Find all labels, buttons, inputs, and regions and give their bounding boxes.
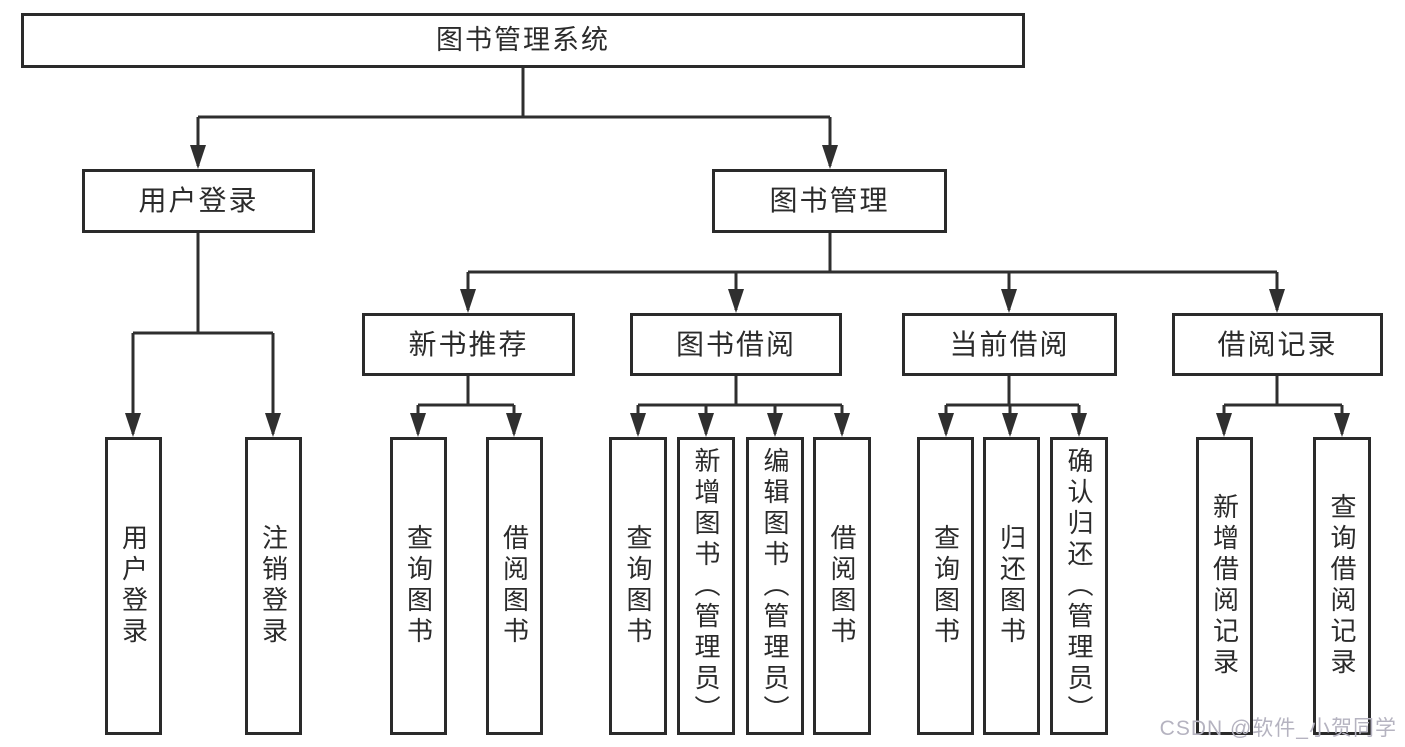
arrowhead — [728, 289, 744, 313]
edge-root-to-level2 — [196, 68, 832, 166]
node-label: 新书推荐 — [408, 328, 529, 360]
edge-bookborrow-to-leaves — [636, 376, 844, 434]
node-label: 图书借阅 — [675, 328, 796, 360]
edge-borrowrec-to-leaves — [1222, 376, 1344, 434]
node-label: 编辑图书（管理员） — [760, 446, 790, 726]
node-label: 查询借阅记录 — [1327, 493, 1357, 679]
arrowhead — [1002, 413, 1018, 437]
arrowhead — [265, 413, 281, 437]
node-label: 用户登录 — [118, 524, 149, 648]
node-leaf-add-books-admin: 新增图书（管理员） — [677, 437, 735, 735]
arrowhead — [1334, 413, 1350, 437]
arrowhead — [767, 413, 783, 437]
node-leaf-edit-books-admin: 编辑图书（管理员） — [746, 437, 804, 735]
node-current-borrowing: 当前借阅 — [902, 313, 1117, 376]
node-label: 借阅图书 — [827, 524, 857, 648]
arrowhead — [125, 413, 141, 437]
edge-bookmgmt-to-level3 — [466, 233, 1279, 310]
connector-edges — [131, 68, 1344, 434]
node-label: 图书管理系统 — [436, 25, 610, 55]
node-leaf-query-books-recommend: 查询图书 — [390, 437, 447, 735]
node-label: 查询图书 — [930, 524, 961, 648]
node-leaf-add-borrow-record: 新增借阅记录 — [1196, 437, 1253, 735]
node-label: 查询图书 — [623, 524, 653, 648]
node-book-management-branch: 图书管理 — [712, 169, 947, 233]
node-label: 确认归还（管理员） — [1064, 446, 1094, 726]
csdn-watermark: CSDN @软件_小贺同学 — [1159, 717, 1397, 740]
node-leaf-user-login: 用户登录 — [105, 437, 162, 735]
arrowhead — [1071, 413, 1087, 437]
arrowhead — [822, 145, 838, 169]
node-label: 查询图书 — [403, 524, 434, 648]
node-label: 借阅记录 — [1217, 328, 1338, 360]
arrowhead — [1216, 413, 1232, 437]
node-label: 用户登录 — [138, 185, 259, 216]
node-borrow-records: 借阅记录 — [1172, 313, 1383, 376]
node-leaf-borrow-books-recommend: 借阅图书 — [486, 437, 543, 735]
node-new-book-recommend: 新书推荐 — [362, 313, 575, 376]
node-leaf-confirm-return-admin: 确认归还（管理员） — [1050, 437, 1108, 735]
arrowhead — [410, 413, 426, 437]
edge-newrec-to-leaves — [416, 376, 516, 434]
arrowhead — [1269, 289, 1285, 313]
arrowhead — [460, 289, 476, 313]
arrowhead — [190, 145, 206, 169]
node-leaf-logout: 注销登录 — [245, 437, 302, 735]
node-book-borrowing: 图书借阅 — [630, 313, 842, 376]
node-label: 图书管理 — [769, 185, 890, 216]
node-label: 借阅图书 — [499, 524, 530, 648]
node-label: 归还图书 — [996, 524, 1027, 648]
node-user-login-branch: 用户登录 — [82, 169, 315, 233]
node-leaf-borrow-books: 借阅图书 — [813, 437, 871, 735]
node-leaf-query-borrow-record: 查询借阅记录 — [1313, 437, 1371, 735]
arrowhead — [938, 413, 954, 437]
arrowhead — [506, 413, 522, 437]
node-label: 新增借阅记录 — [1209, 493, 1240, 679]
edge-userlogin-to-leaves — [131, 233, 275, 434]
arrowhead — [698, 413, 714, 437]
node-label: 当前借阅 — [949, 328, 1070, 360]
arrowhead — [1001, 289, 1017, 313]
node-label: 注销登录 — [258, 524, 289, 648]
arrowhead — [630, 413, 646, 437]
node-library-management-system: 图书管理系统 — [21, 13, 1025, 68]
arrowhead — [834, 413, 850, 437]
node-leaf-return-books: 归还图书 — [983, 437, 1040, 735]
node-leaf-query-books: 查询图书 — [609, 437, 667, 735]
node-label: 新增图书（管理员） — [691, 446, 721, 726]
node-leaf-query-books-current: 查询图书 — [917, 437, 974, 735]
arrowheads — [125, 145, 1350, 437]
